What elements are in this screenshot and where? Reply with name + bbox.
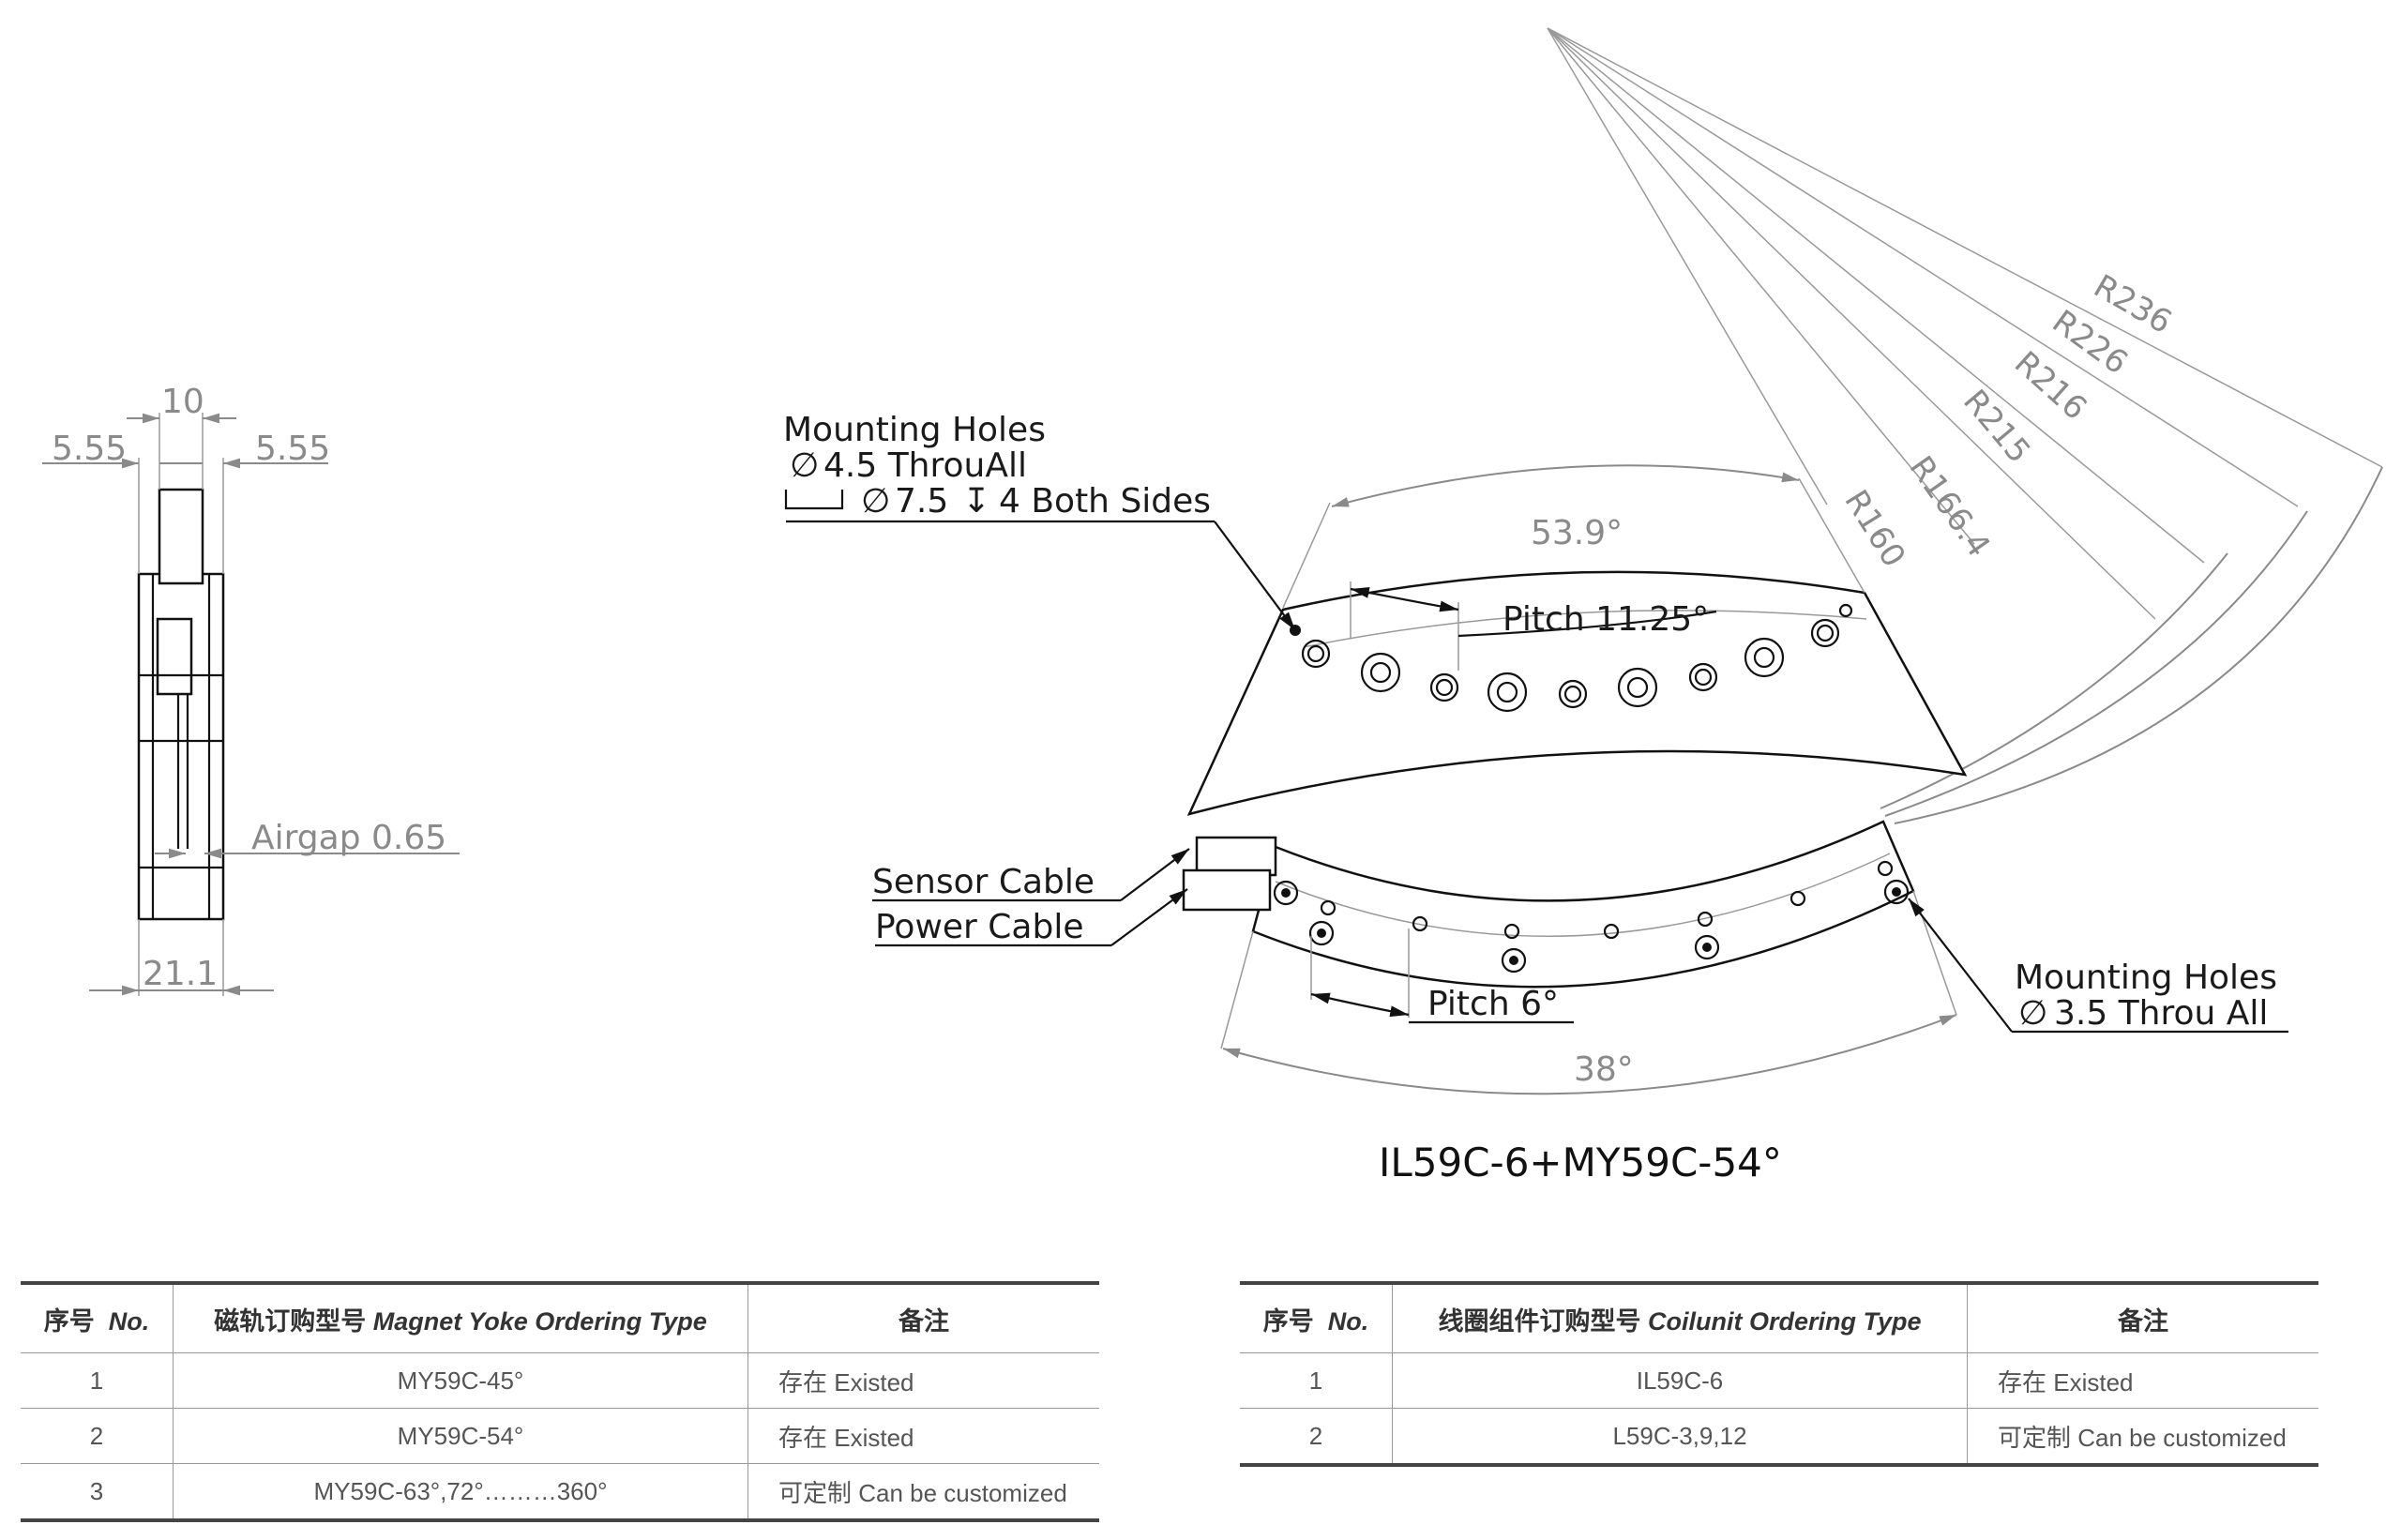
radius-r215: R215 [1956,383,2038,471]
col-note: 备注 [747,1283,1099,1353]
cell-type: IL59C-6 [1392,1352,1968,1409]
sensor-cable-label: Sensor Cable [872,863,1095,901]
cell-note: 存在 Existed [747,1408,1099,1464]
table-row: 2 MY59C-54° 存在 Existed [21,1408,1099,1464]
cell-no: 1 [1240,1352,1393,1409]
table-row: 3 MY59C-63°,72°………360° 可定制 Can be custom… [21,1463,1099,1520]
side-view-coil-mid [156,617,193,696]
sensor-cable-stub [1195,836,1277,877]
side-view: 10 5.55 5.55 Airgap 0.65 21.1 [42,383,460,996]
angle-38: 38° [1574,1050,1634,1089]
pitch-11-25: Pitch 11.25° [1503,600,1709,639]
radius-lines [1547,27,2383,620]
assembly-title: IL59C-6+MY59C-54° [1379,1140,1782,1185]
airgap-label: Airgap 0.65 [251,819,446,857]
callout-bottom-line2: 3.5 Throu All [2054,994,2268,1033]
cell-note: 可定制 Can be customized [1967,1408,2318,1465]
cell-note: 存在 Existed [1967,1352,2318,1409]
cell-type: MY59C-54° [173,1408,748,1464]
table-row: 2 L59C-3,9,12 可定制 Can be customized [1240,1408,2318,1465]
cell-note: 存在 Existed [747,1352,1099,1409]
cell-no: 2 [21,1408,174,1464]
cell-no: 3 [21,1463,174,1520]
side-view-coil-top [158,488,204,585]
depth-icon: ↧ [962,482,990,521]
counterbore-icon [784,490,844,510]
angle-53-9: 53.9° [1531,514,1623,552]
power-cable-stub [1182,868,1272,912]
diameter-icon-3: ∅ [2018,994,2047,1033]
cell-type: MY59C-45° [173,1352,748,1409]
cell-no: 2 [1240,1408,1393,1465]
col-type: 线圈组件订购型号 Coilunit Ordering Type [1392,1283,1968,1353]
col-type: 磁轨订购型号 Magnet Yoke Ordering Type [173,1283,748,1353]
dim-left-5-55: 5.55 [52,430,127,468]
dim-right-5-55: 5.55 [255,430,330,468]
dim-10: 10 [161,383,204,421]
cell-no: 1 [21,1352,174,1409]
cell-type: L59C-3,9,12 [1392,1408,1968,1465]
magnet-yoke [1251,820,1915,989]
main-view: Mounting Holes ∅ 4.5 ThrouAll ∅ 7.5 ↧ 4 … [783,27,2383,1185]
yoke-mounting-holes [1273,860,1910,974]
callout-top-line1: Mounting Holes [783,411,1046,449]
col-no: 序号 No. [1240,1283,1393,1353]
dim-21-1: 21.1 [143,955,218,993]
coil-unit-table: 序号 No. 线圈组件订购型号 Coilunit Ordering Type 备… [1240,1281,2318,1467]
callout-bottom-line1: Mounting Holes [2015,959,2277,997]
radius-r160: R160 [1836,484,1912,574]
power-cable-label: Power Cable [875,908,1084,946]
cell-note: 可定制 Can be customized [747,1463,1099,1520]
diameter-icon: ∅ [790,446,819,485]
col-no: 序号 No. [21,1283,174,1353]
radius-r166-4: R166.4 [1902,449,1998,564]
magnet-yoke-table: 序号 No. 磁轨订购型号 Magnet Yoke Ordering Type … [21,1281,1099,1522]
col-note: 备注 [1967,1283,2318,1353]
callout-top-line2: 4.5 ThrouAll [823,446,1027,485]
callout-top-line3-tail: 4 Both Sides [999,482,1211,521]
table-row: 1 IL59C-6 存在 Existed [1240,1352,2318,1409]
cell-type: MY59C-63°,72°………360° [173,1463,748,1520]
table-row: 1 MY59C-45° 存在 Existed [21,1352,1099,1409]
callout-top-line3: 7.5 [895,482,948,521]
coil-mounting-holes [1290,603,1853,713]
diameter-icon-2: ∅ [861,482,890,521]
pitch-6: Pitch 6° [1427,985,1559,1023]
